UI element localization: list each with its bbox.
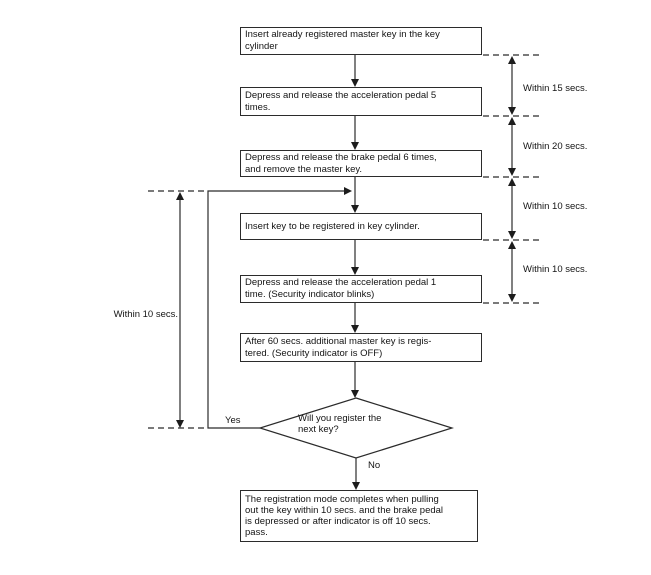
timing-measure-left bbox=[148, 190, 206, 429]
timing-arrow-left-down-head bbox=[176, 420, 184, 428]
step-box-3: Depress and release the brake pedal 6 ti… bbox=[240, 150, 482, 177]
timing-label-right-1: Within 15 secs. bbox=[523, 83, 588, 94]
arrowhead-into-decision bbox=[351, 390, 359, 398]
arrowhead-into-step2 bbox=[351, 79, 359, 87]
arrowhead-into-step3 bbox=[351, 142, 359, 150]
arrowhead-into-final bbox=[352, 482, 360, 490]
arrowheads bbox=[344, 79, 360, 490]
step-box-1: Insert already registered master key in … bbox=[240, 27, 482, 55]
yes-label: Yes bbox=[225, 415, 241, 426]
arrowhead-into-step5 bbox=[351, 267, 359, 275]
timing-label-left: Within 10 secs. bbox=[113, 309, 178, 320]
yes-loop-line bbox=[207, 190, 344, 429]
arrowhead-into-step6 bbox=[351, 325, 359, 333]
timing-arrow-left-up-head bbox=[176, 192, 184, 200]
timing-label-right-3: Within 10 secs. bbox=[523, 201, 588, 212]
flow-arrows bbox=[207, 55, 357, 482]
decision-question-label: Will you register the next key? bbox=[298, 413, 382, 436]
step-box-4: Insert key to be registered in key cylin… bbox=[240, 213, 482, 240]
step-box-2: Depress and release the acceleration ped… bbox=[240, 87, 482, 116]
arrowhead-into-step4 bbox=[351, 205, 359, 213]
timing-label-right-4: Within 10 secs. bbox=[523, 264, 588, 275]
no-label: No bbox=[368, 460, 381, 471]
timing-measure-right bbox=[483, 54, 541, 304]
arrowhead-loop-reentry bbox=[344, 187, 352, 195]
timing-label-right-2: Within 20 secs. bbox=[523, 141, 588, 152]
timing-arrow-right-heads bbox=[508, 56, 516, 302]
step-box-6: After 60 secs. additional master key is … bbox=[240, 333, 482, 362]
decision-diamond bbox=[257, 397, 455, 459]
step-box-5: Depress and release the acceleration ped… bbox=[240, 275, 482, 303]
final-step-box: The registration mode completes when pul… bbox=[240, 490, 478, 542]
